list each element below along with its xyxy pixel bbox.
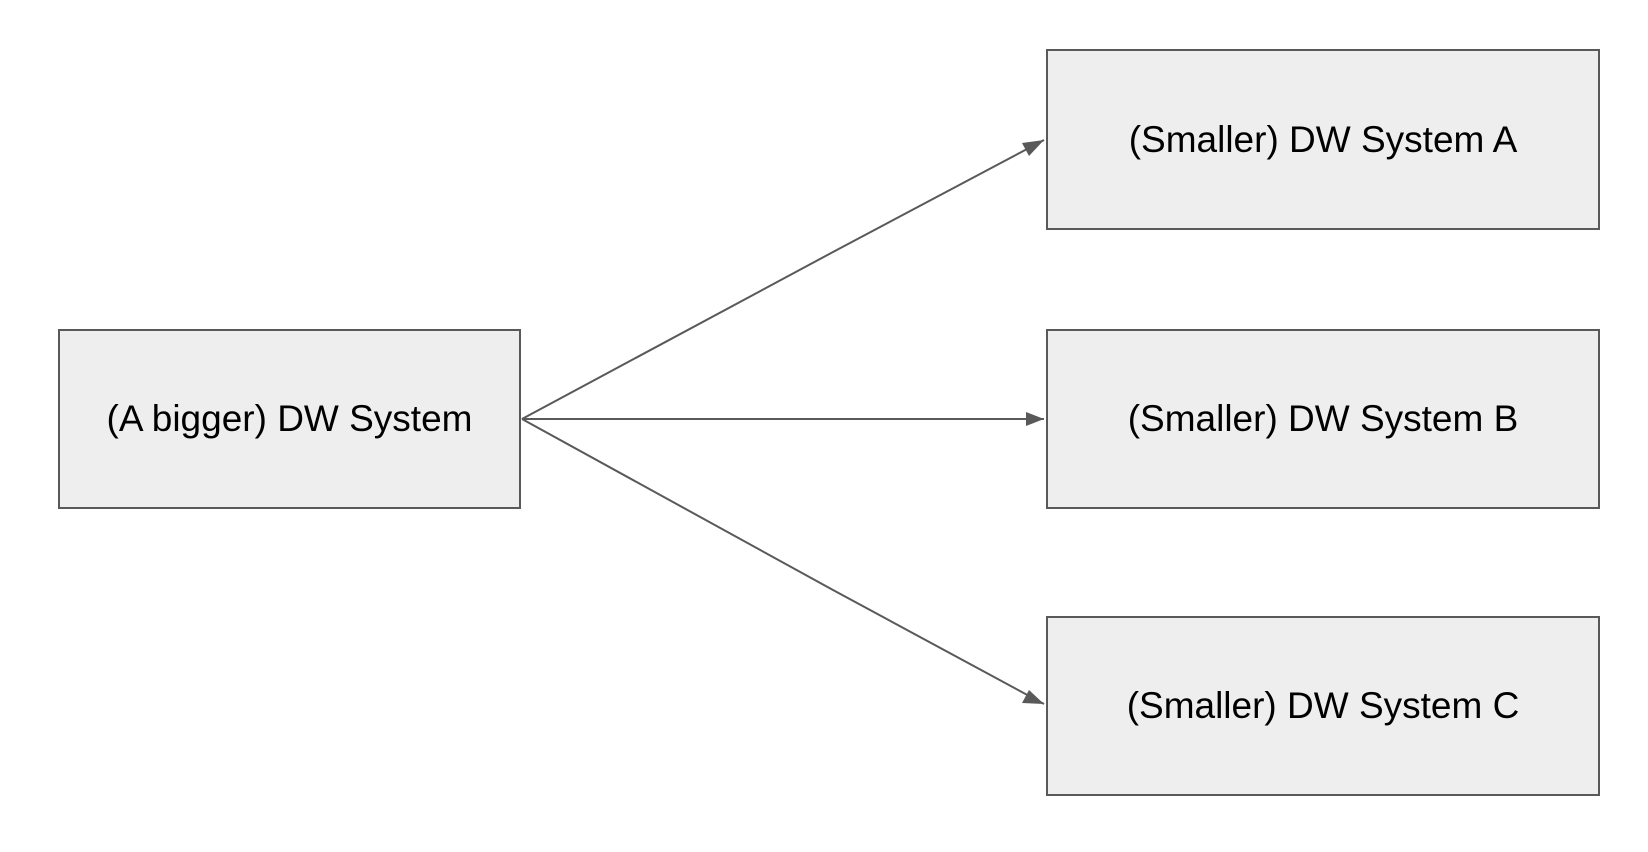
node-smaller-dw-system-c-label: (Smaller) DW System C <box>1126 685 1520 726</box>
node-smaller-dw-system-b-label: (Smaller) DW System B <box>1127 398 1519 439</box>
arrowhead-c-icon <box>1022 690 1044 704</box>
arrowhead-a-icon <box>1022 140 1044 156</box>
node-smaller-dw-system-a: (Smaller) DW System A <box>1046 49 1600 230</box>
node-smaller-dw-system-c: (Smaller) DW System C <box>1046 616 1600 796</box>
node-smaller-dw-system-b: (Smaller) DW System B <box>1046 329 1600 509</box>
node-bigger-dw-system-label: (A bigger) DW System <box>106 398 473 439</box>
node-bigger-dw-system: (A bigger) DW System <box>58 329 521 509</box>
edge-source-to-c <box>521 418 1045 705</box>
node-smaller-dw-system-a-label: (Smaller) DW System A <box>1128 118 1518 160</box>
edge-source-to-a <box>521 139 1045 420</box>
arrowhead-b-icon <box>1026 412 1044 426</box>
